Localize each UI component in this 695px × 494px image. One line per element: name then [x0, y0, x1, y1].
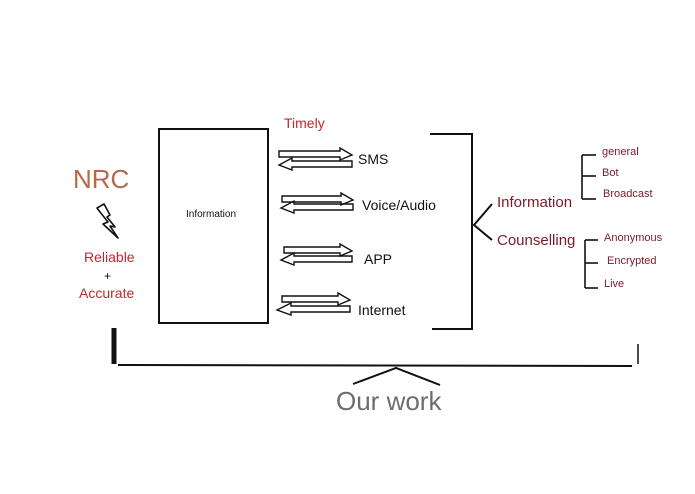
channel-sms: SMS: [358, 151, 389, 167]
information-box-label: Information: [186, 209, 237, 220]
info-item-broadcast: Broadcast: [603, 188, 653, 200]
arrow-left-internet: [275, 301, 351, 316]
counsel-item-live: Live: [604, 278, 625, 290]
channel-voice-audio: Voice/Audio: [362, 197, 436, 213]
nrc-title: NRC: [73, 164, 130, 194]
information-sub-bracket: [581, 154, 596, 200]
branch-fork: [472, 203, 493, 241]
channels-bracket: [430, 133, 473, 330]
counsel-item-encrypted: Encrypted: [607, 255, 657, 267]
info-item-bot: Bot: [602, 167, 619, 179]
info-item-general: general: [602, 146, 639, 158]
plus-sign: +: [104, 269, 112, 283]
arrow-right-voice: [281, 191, 355, 207]
our-work-caption: Our work: [336, 386, 442, 416]
timely-label: Timely: [284, 115, 325, 131]
branch-counselling: Counselling: [497, 232, 576, 249]
arrow-left-sms: [277, 156, 353, 172]
arrow-right-internet: [281, 291, 352, 307]
fulcrum: [352, 366, 441, 386]
channel-arrows: [275, 146, 355, 316]
counsel-item-anonymous: Anonymous: [604, 232, 663, 244]
counselling-sub-bracket: [584, 239, 598, 289]
arrow-left-app: [279, 251, 353, 267]
arrow-right-sms: [278, 146, 354, 162]
branch-information: Information: [497, 194, 573, 211]
channel-internet: Internet: [358, 302, 406, 318]
accurate-label: Accurate: [79, 285, 135, 301]
arrow-left-voice: [279, 199, 354, 215]
channel-app: APP: [364, 251, 393, 267]
reliable-label: Reliable: [84, 249, 135, 265]
base-line: [117, 364, 633, 367]
lightning-bolt-icon: [96, 203, 119, 239]
information-box: [158, 128, 269, 324]
